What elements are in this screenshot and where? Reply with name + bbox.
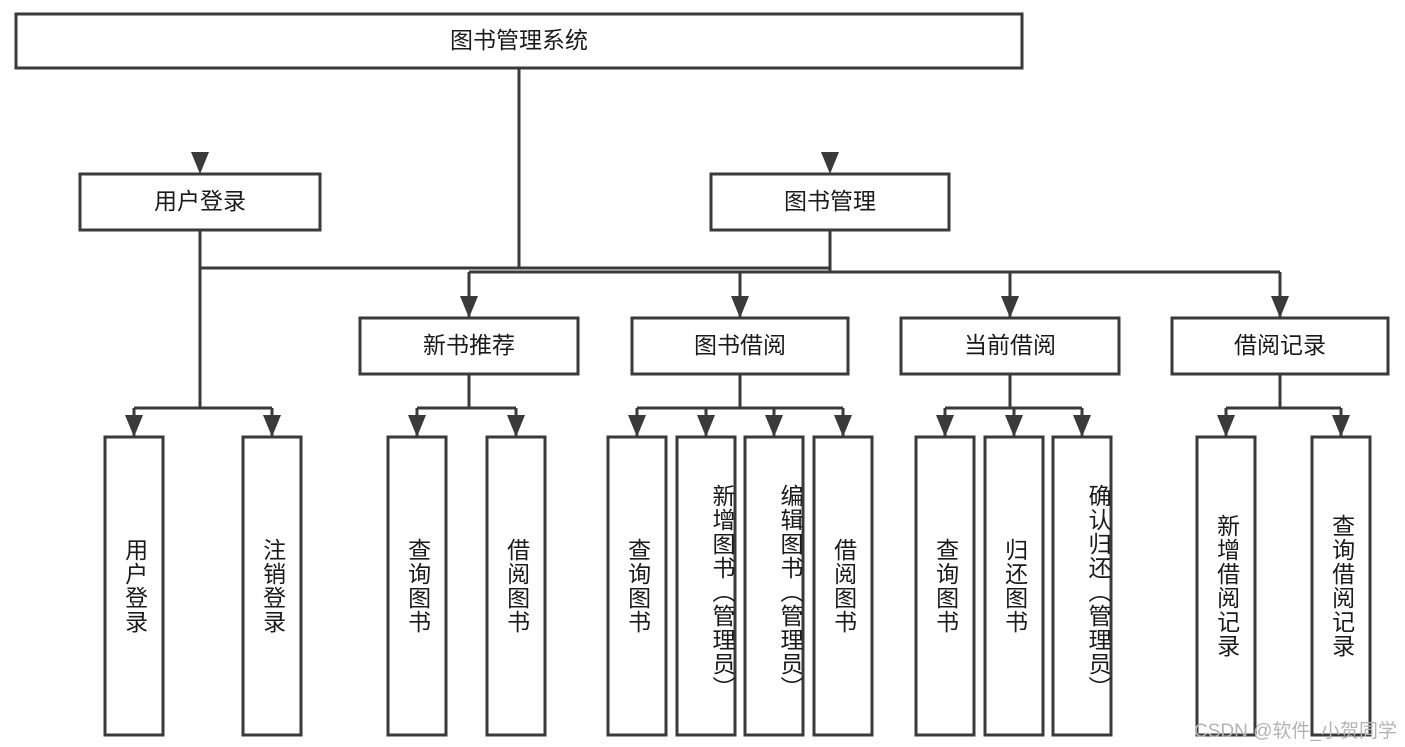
arrow-head-icon (731, 296, 749, 318)
arrow-head-icon (834, 415, 852, 437)
node-leaf-borrow-book-1[interactable] (485, 435, 547, 737)
node-current-borrow[interactable] (899, 316, 1121, 376)
arrow-head-icon (125, 415, 143, 437)
node-leaf-add-borrow-record[interactable] (1195, 435, 1257, 737)
watermark-text: CSDN @软件_小贺同学 (1194, 721, 1397, 742)
node-new-book-rec[interactable] (358, 316, 580, 376)
node-new-book-rec-label: 新书推荐 (423, 332, 515, 358)
node-leaf-query-book-2[interactable] (606, 435, 668, 737)
connector-layer (125, 68, 1350, 437)
arrow-head-icon (460, 296, 478, 318)
arrow-head-icon (821, 152, 839, 174)
node-leaf-user-login[interactable] (103, 435, 165, 737)
arrow-head-icon (1271, 296, 1289, 318)
node-current-borrow-label: 当前借阅 (964, 332, 1056, 358)
node-borrow-record[interactable] (1170, 316, 1390, 376)
arrow-head-icon (191, 152, 209, 174)
node-book-manage[interactable] (709, 172, 951, 232)
node-leaf-return-book[interactable] (983, 435, 1045, 737)
node-user-login-label: 用户登录 (154, 188, 246, 214)
arrow-head-icon (1001, 296, 1019, 318)
arrow-head-icon (1005, 415, 1023, 437)
node-leaf-query-book-3[interactable] (914, 435, 976, 737)
node-root[interactable] (14, 12, 1024, 70)
arrow-head-icon (765, 415, 783, 437)
node-leaf-edit-book-admin[interactable] (743, 435, 805, 737)
box-layer (14, 12, 1390, 737)
node-leaf-query-book-1[interactable] (386, 435, 448, 737)
arrow-head-icon (408, 415, 426, 437)
arrow-head-icon (1332, 415, 1350, 437)
node-borrow-record-label: 借阅记录 (1234, 332, 1326, 358)
node-leaf-confirm-return-admin[interactable] (1051, 435, 1113, 737)
node-book-borrow-label: 图书借阅 (694, 332, 786, 358)
arrow-head-icon (697, 415, 715, 437)
node-book-borrow[interactable] (630, 316, 850, 376)
arrow-head-icon (1217, 415, 1235, 437)
node-leaf-query-borrow-record[interactable] (1310, 435, 1372, 737)
node-leaf-add-book-admin[interactable] (675, 435, 737, 737)
node-leaf-borrow-book-2[interactable] (812, 435, 874, 737)
node-leaf-logout-login[interactable] (241, 435, 303, 737)
arrow-head-icon (263, 415, 281, 437)
arrow-head-icon (628, 415, 646, 437)
arrow-head-icon (1073, 415, 1091, 437)
arrow-head-icon (936, 415, 954, 437)
node-root-label: 图书管理系统 (450, 27, 588, 53)
node-user-login[interactable] (78, 172, 322, 232)
node-book-manage-label: 图书管理 (784, 188, 876, 214)
arrow-head-icon (507, 415, 525, 437)
